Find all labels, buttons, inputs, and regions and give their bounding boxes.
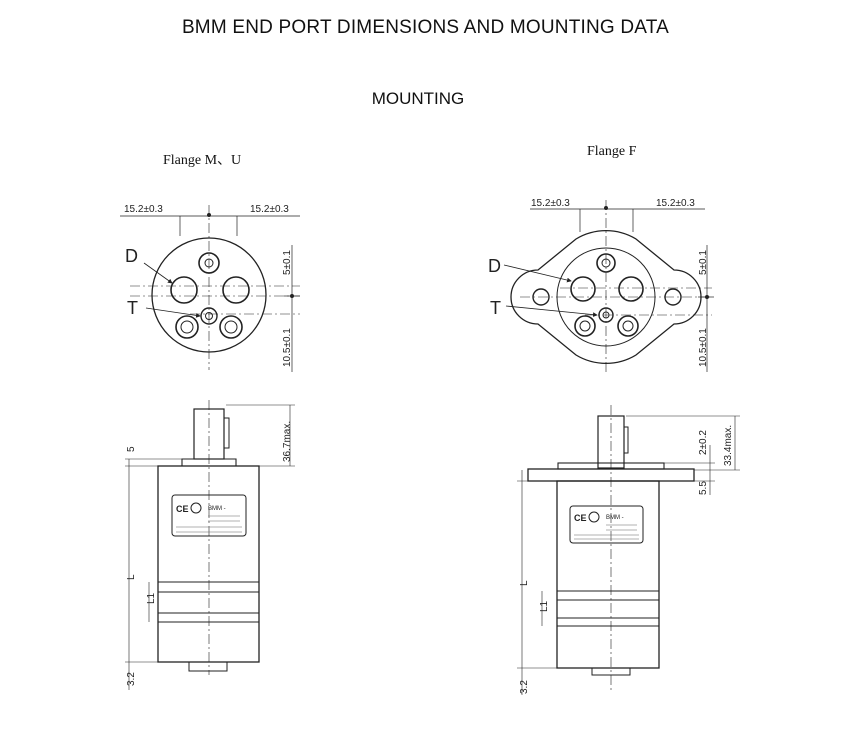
right-plate-model: BMM -	[606, 515, 624, 521]
left-plate-model: BMM -	[208, 506, 226, 512]
right-plate-logo-icon	[588, 511, 600, 523]
left-dim-v2: 10.5±0.1	[282, 328, 293, 367]
left-port-view	[120, 205, 300, 372]
right-dim-l1: L1	[539, 600, 550, 612]
right-port-d-label: D	[488, 256, 501, 276]
right-dim-v2: 10.5±0.1	[698, 328, 709, 367]
left-dim-left: 15.2±0.3	[124, 204, 163, 215]
right-dim-bottom: 3.2	[519, 680, 530, 694]
right-dim-shaft: 33.4max.	[723, 425, 734, 466]
right-side-view	[517, 405, 740, 695]
right-dim-v1: 5±0.1	[698, 250, 709, 275]
left-side-view	[125, 400, 295, 690]
right-name-plate: CE BMM -	[574, 511, 639, 540]
left-dim-l1: L1	[146, 592, 157, 604]
left-port-t-label: T	[127, 298, 138, 318]
right-dim-l: L	[519, 580, 530, 586]
left-view-caption: Flange M、U	[163, 153, 242, 168]
left-dim-right: 15.2±0.3	[250, 204, 289, 215]
page-title: BMM END PORT DIMENSIONS AND MOUNTING DAT…	[181, 17, 670, 38]
left-dim-top: 5	[126, 446, 137, 452]
right-dim-right: 15.2±0.3	[656, 198, 695, 209]
left-plate-logo-icon	[190, 502, 202, 514]
right-ce-mark: CE	[574, 513, 587, 523]
right-port-t-label: T	[490, 298, 501, 318]
right-view-caption: Flange F	[587, 144, 637, 159]
left-dim-bottom: 3.2	[126, 672, 137, 686]
left-name-plate: CE BMM -	[176, 502, 242, 533]
right-port-view	[503, 200, 714, 372]
right-dim-left: 15.2±0.3	[531, 198, 570, 209]
section-subtitle: MOUNTING	[371, 89, 465, 108]
left-dim-v1: 5±0.1	[282, 250, 293, 275]
left-port-d-label: D	[125, 246, 138, 266]
left-dim-l: L	[126, 574, 137, 580]
right-dim-flange: 2±0.2	[698, 430, 709, 455]
left-ce-mark: CE	[176, 504, 189, 514]
left-dim-shaft: 36.7max.	[282, 421, 293, 462]
right-dim-top: 5.5	[698, 481, 709, 495]
